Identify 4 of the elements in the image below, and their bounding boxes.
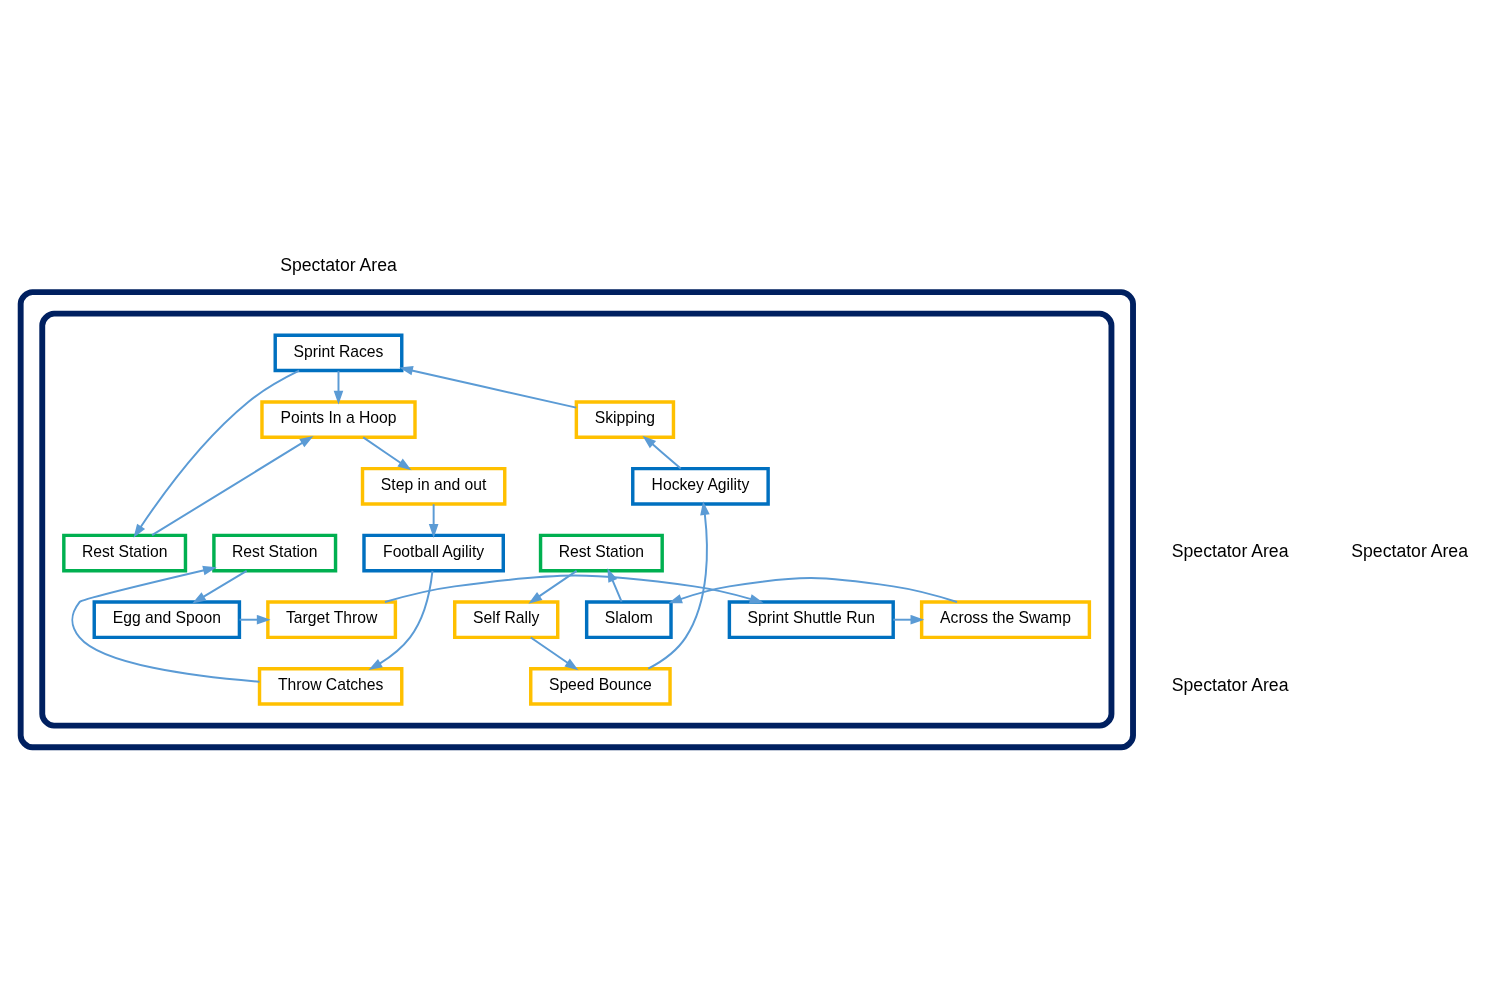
- label: Spectator Area: [1171, 674, 1289, 695]
- label: Spectator Area: [280, 254, 397, 275]
- label: Spectator Area: [1171, 541, 1289, 562]
- label: Spectator Area: [1351, 541, 1468, 562]
